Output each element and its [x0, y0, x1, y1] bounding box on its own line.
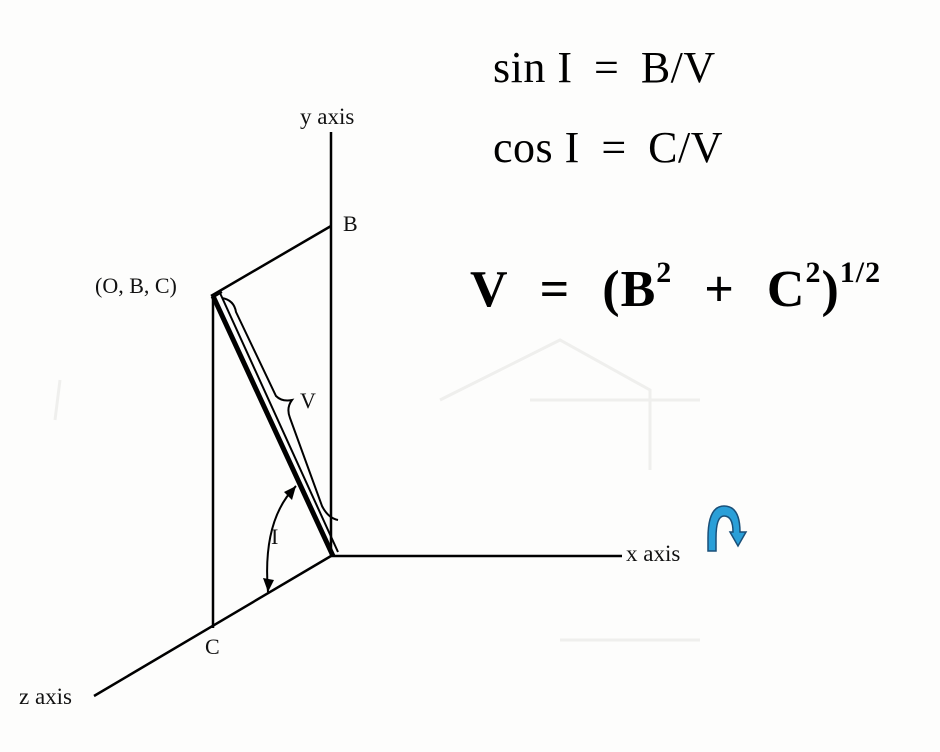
z-axis-label: z axis — [19, 684, 73, 709]
v-bracket — [221, 297, 339, 521]
equation-v: V = (B2 + C2)1/2 — [470, 258, 881, 319]
point-b-label: B — [343, 211, 358, 236]
eq-v-lhs: V — [470, 261, 508, 318]
eq-v-exp-c: 2 — [805, 256, 822, 289]
eq-v-plus: + — [704, 261, 735, 318]
eq-v-exp-b: 2 — [656, 256, 673, 289]
eq-cos-lhs: cos I — [493, 123, 580, 172]
eq-sin-equals: = — [594, 43, 620, 92]
angle-i-label: I — [271, 524, 279, 549]
eq-sin-rhs: B/V — [640, 43, 716, 92]
point-obc-label: (O, B, C) — [95, 273, 177, 298]
eq-v-open: (B — [602, 261, 657, 318]
eq-v-c: C — [766, 261, 806, 318]
eq-cos-equals: = — [601, 123, 627, 172]
edge-obc-to-b — [210, 224, 332, 298]
rotation-arrow-icon — [707, 505, 748, 552]
eq-cos-rhs: C/V — [648, 123, 723, 172]
background-shapes — [53, 338, 700, 642]
vector-v — [210, 291, 339, 558]
eq-v-exp-half: 1/2 — [839, 256, 882, 289]
point-c-label: C — [205, 634, 220, 659]
eq-sin-lhs: sin I — [493, 43, 573, 92]
equation-cos: cos I = C/V — [493, 122, 723, 173]
y-axis-label: y axis — [300, 104, 355, 129]
angle-i-arc — [263, 485, 297, 593]
eq-v-close: ) — [821, 261, 840, 318]
eq-v-equals: = — [539, 261, 571, 318]
equation-sin: sin I = B/V — [493, 42, 716, 93]
x-axis-label: x axis — [626, 541, 681, 566]
vector-v-label: V — [300, 388, 316, 413]
